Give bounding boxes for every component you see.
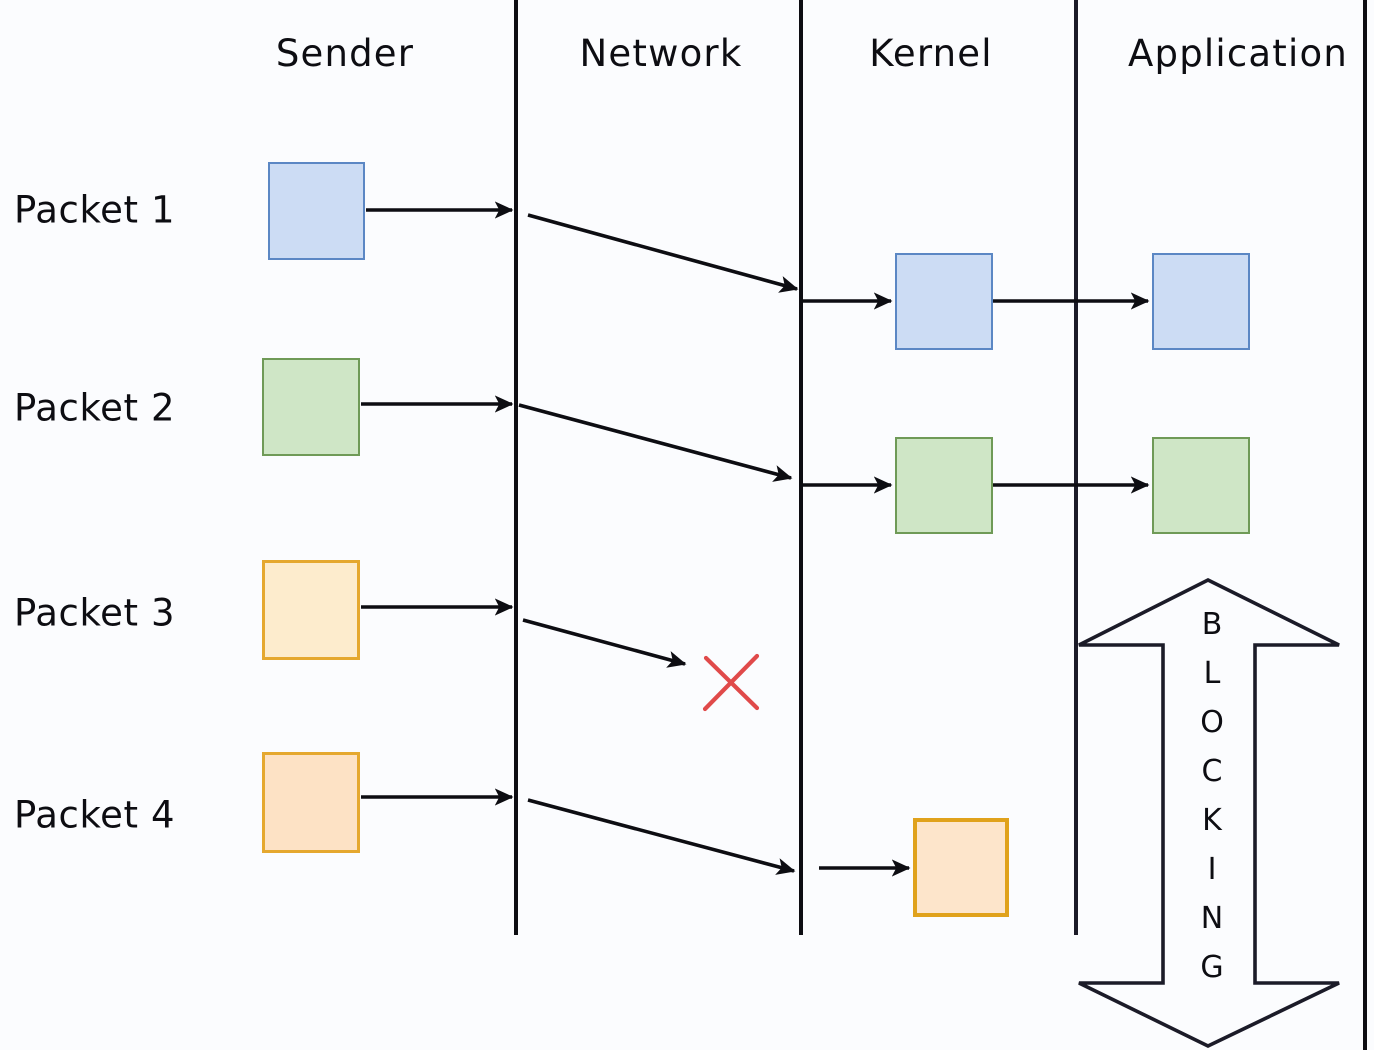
kernel-packet-4-box — [913, 818, 1009, 917]
application-packet-1-box — [1152, 253, 1250, 350]
blocking-arrow-label: B L O C K I N G — [1192, 600, 1232, 992]
column-header-sender: Sender — [275, 32, 415, 75]
column-header-network: Network — [579, 32, 743, 75]
row-label-packet-2: Packet 2 — [14, 386, 176, 430]
kernel-packet-2-box — [895, 437, 993, 534]
column-header-application: Application — [1128, 32, 1348, 75]
sender-packet-4-box — [262, 752, 360, 853]
packet-3-loss-x-icon — [702, 653, 760, 712]
sender-packet-1-box — [268, 162, 365, 260]
sender-packet-3-box — [262, 560, 360, 660]
arrow-network-transit-packet-4 — [527, 798, 796, 875]
blocking-letter-2: O — [1200, 705, 1224, 740]
blocking-letter-6: N — [1200, 901, 1224, 936]
blocking-letter-5: I — [1207, 852, 1217, 887]
column-header-kernel: Kernel — [869, 32, 993, 75]
row-label-packet-4: Packet 4 — [14, 793, 176, 837]
blocking-letter-7: G — [1200, 950, 1224, 985]
blocking-arrow-shape — [1078, 577, 1340, 1049]
blocking-letter-0: B — [1201, 607, 1223, 642]
blocking-letter-4: K — [1202, 803, 1222, 838]
kernel-packet-1-box — [895, 253, 993, 350]
blocking-letter-1: L — [1203, 656, 1221, 691]
row-label-packet-3: Packet 3 — [14, 591, 176, 635]
blocking-letter-3: C — [1201, 754, 1223, 789]
arrow-network-transit-packet-1 — [527, 213, 799, 293]
sender-packet-2-box — [262, 358, 360, 456]
row-label-packet-1: Packet 1 — [14, 188, 176, 232]
application-packet-2-box — [1152, 437, 1250, 534]
arrow-network-transit-packet-3-dropped — [522, 618, 687, 668]
arrow-network-transit-packet-2 — [518, 403, 793, 482]
